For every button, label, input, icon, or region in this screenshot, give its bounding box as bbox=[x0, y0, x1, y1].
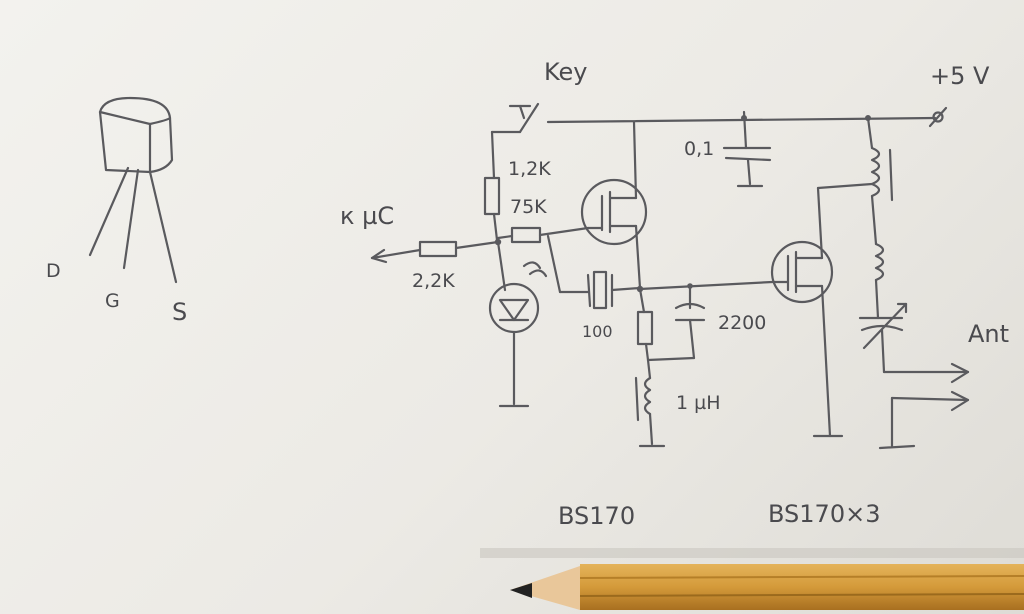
pin-label-g: G bbox=[105, 290, 120, 312]
pa-mosfet bbox=[770, 182, 874, 438]
label-r-in: 2,2K bbox=[412, 270, 455, 292]
gate-drive-wire bbox=[638, 280, 774, 291]
oscillator-mosfet bbox=[580, 120, 648, 290]
label-r-top: 1,2K bbox=[508, 158, 551, 180]
label-r-mid: 75K bbox=[510, 196, 547, 218]
resistor-75k bbox=[510, 226, 542, 244]
label-cap-mid: 2200 bbox=[718, 312, 767, 334]
label-supply: +5 V bbox=[930, 62, 990, 90]
pencil bbox=[480, 548, 1024, 610]
resistor-2-2k bbox=[418, 240, 458, 258]
source-choke bbox=[634, 358, 666, 448]
output-network bbox=[858, 115, 970, 450]
pin-label-d: D bbox=[46, 260, 61, 282]
mcu-input-branch bbox=[370, 240, 500, 264]
label-cap-top: 0,1 bbox=[684, 138, 715, 160]
pencil-lead bbox=[510, 583, 532, 598]
label-r-src: 100 bbox=[582, 322, 613, 341]
resistor-1-2k bbox=[483, 176, 501, 216]
transistor-pinout-sketch bbox=[88, 96, 178, 284]
label-osc-fet: BS170 bbox=[558, 502, 636, 530]
pin-label-s: S bbox=[172, 298, 188, 326]
crystal bbox=[546, 234, 642, 310]
label-key: Key bbox=[544, 58, 588, 86]
key-switch bbox=[490, 102, 540, 180]
label-coil: 1 µH bbox=[676, 392, 721, 414]
pencil-body bbox=[580, 564, 1024, 610]
label-pa-fet: BS170×3 bbox=[768, 500, 881, 528]
capacitor-0-1 bbox=[722, 110, 772, 188]
supply-rail bbox=[546, 106, 948, 128]
diode-circle bbox=[488, 240, 548, 408]
label-to-mcu: к µC bbox=[340, 202, 395, 230]
pencil-wood-tip bbox=[510, 566, 580, 610]
label-ant: Ant bbox=[968, 320, 1010, 348]
source-network bbox=[636, 283, 706, 362]
